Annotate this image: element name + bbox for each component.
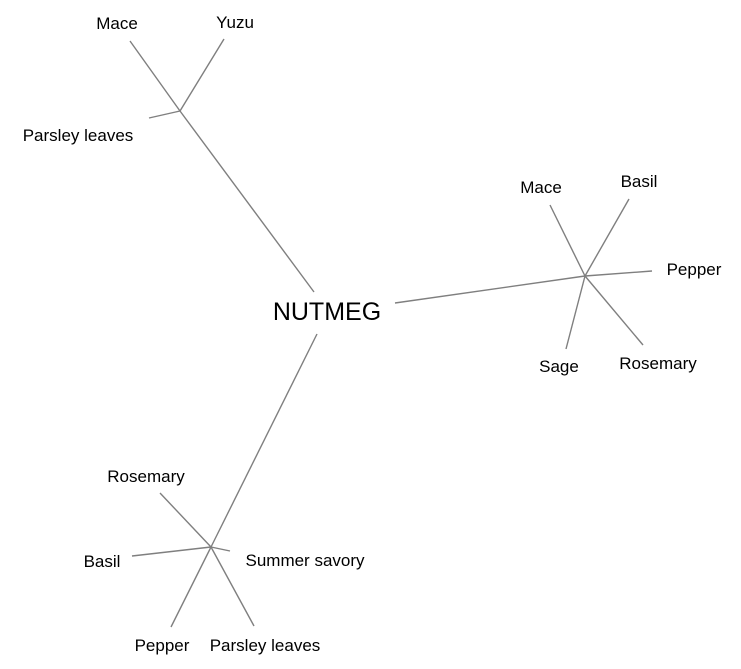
group-top-left: Mace Yuzu Parsley leaves [23,13,254,145]
leaf-right-basil: Basil [621,172,658,191]
leaf-bottom-left-rosemary: Rosemary [107,467,185,486]
leaf-top-left-yuzu: Yuzu [216,13,254,32]
edge-bottom-left-rosemary [159,492,212,548]
leaf-right-pepper: Pepper [667,260,722,279]
leaf-bottom-left-pepper: Pepper [135,636,190,655]
group-right: Mace Basil Pepper Sage Rosemary [520,172,722,376]
leaf-top-left-mace: Mace [96,14,138,33]
edge-bottom-left-parsley-leaves [210,546,255,627]
edge-right-rosemary [584,275,644,346]
group-bottom-left: Rosemary Basil Summer savory Pepper Pars… [84,467,365,655]
edge-right-basil [584,198,630,277]
leaf-right-mace: Mace [520,178,562,197]
edge-center-to-bottom-left-hub [210,333,318,548]
leaf-bottom-left-summer-savory: Summer savory [245,551,365,570]
leaf-bottom-left-parsley-leaves: Parsley leaves [210,636,321,655]
leaf-right-sage: Sage [539,357,579,376]
edge-right-mace [549,204,586,277]
leaf-bottom-left-basil: Basil [84,552,121,571]
edge-top-left-yuzu [179,38,225,112]
edge-top-left-parsley-leaves [148,110,181,119]
edge-bottom-left-pepper [170,546,212,628]
edge-center-to-right-hub [394,275,586,304]
leaf-top-left-parsley-leaves: Parsley leaves [23,126,134,145]
edge-bottom-left-basil [131,546,212,557]
edge-right-pepper [584,270,653,277]
edge-right-sage [565,275,586,350]
edge-bottom-left-summer-savory [210,546,231,552]
center-node-label: NUTMEG [273,298,381,326]
edge-top-left-mace [129,40,181,112]
leaf-right-rosemary: Rosemary [619,354,697,373]
edge-center-to-top-left-hub [179,110,315,293]
